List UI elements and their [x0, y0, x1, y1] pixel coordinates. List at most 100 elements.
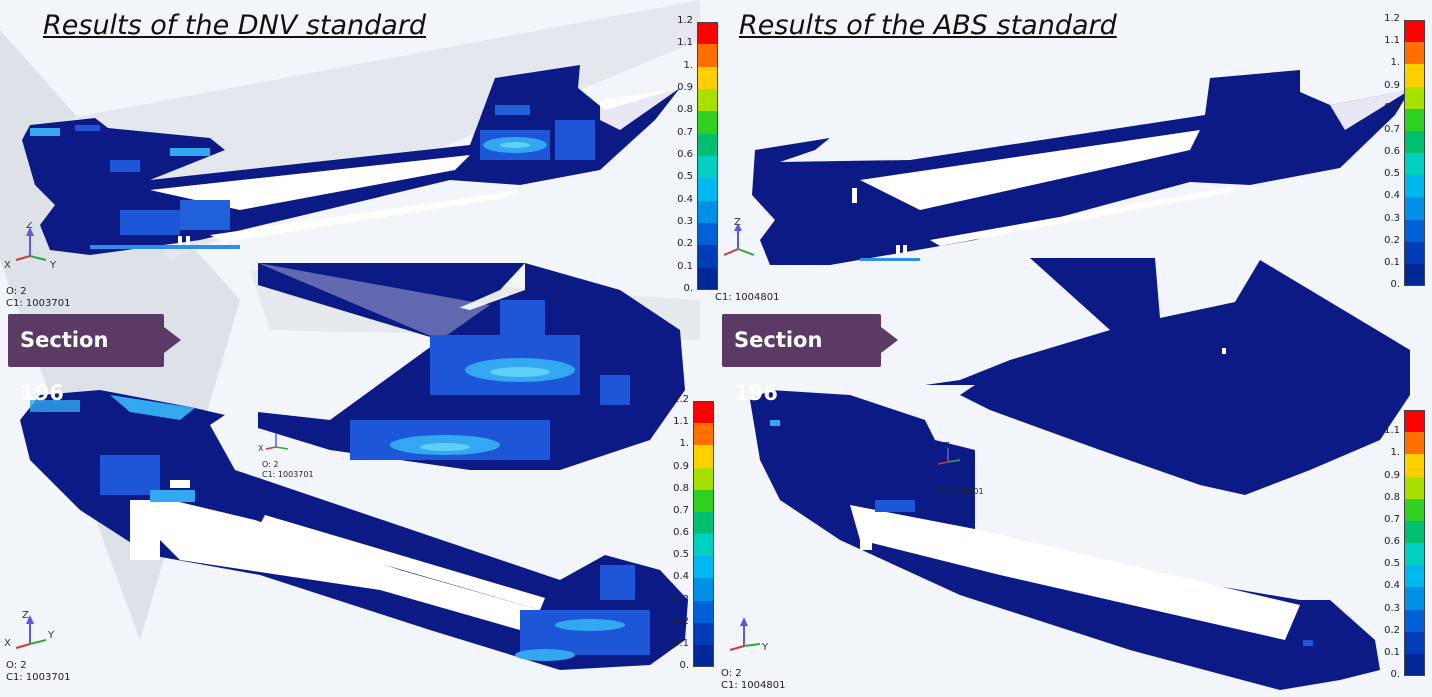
dnv-section-c1-label: C1: 1003701 — [262, 470, 314, 479]
axis-x-label: X — [4, 260, 11, 271]
legend-tick-label: 0.6 — [677, 149, 693, 160]
legend-swatch — [1404, 219, 1425, 243]
dnv-top-c1-label: C1: 1003701 — [6, 298, 71, 309]
legend-tick-label: 0.7 — [677, 126, 693, 138]
legend-swatch — [697, 245, 718, 269]
dnv-top-info: O: 2 C1: 1003701 — [6, 286, 70, 310]
legend-tick-label: 0.2 — [1384, 624, 1400, 636]
dnv-section-o-label: O: 2 — [262, 460, 279, 469]
section-tag-abs: Section 196 — [722, 314, 898, 405]
legend-swatch — [1404, 20, 1425, 43]
legend-tick-label: 0.6 — [1384, 146, 1400, 157]
legend-tick-label: 0.9 — [673, 460, 689, 472]
dnv-bottom-o-label: O: 2 — [6, 660, 27, 671]
legend-swatch — [1404, 476, 1425, 500]
axis-triad-abs-top: Z — [723, 217, 755, 256]
legend-tick-label: 0.9 — [677, 82, 693, 93]
legend-swatch — [1404, 197, 1425, 220]
legend-tick-label: 0.8 — [1384, 101, 1400, 113]
legend-swatch — [1404, 86, 1425, 110]
axis-z-label: Z — [734, 217, 741, 228]
legend-tick-label: 0.1 — [677, 260, 693, 272]
dnv-bottom-info: O: 2 C1: 1003701 — [6, 660, 70, 684]
legend-swatch — [1404, 130, 1425, 154]
legend-tick-label: 1.2 — [677, 15, 693, 26]
legend-swatch — [693, 644, 714, 668]
legend-tick-label: 0.5 — [1384, 168, 1400, 180]
legend-swatch — [1404, 543, 1425, 566]
legend-tick-label: 1.1 — [673, 416, 689, 428]
title-dnv: Results of the DNV standard — [43, 10, 427, 41]
legend-swatch — [1404, 263, 1425, 287]
legend-tick-label: 0.4 — [1384, 580, 1400, 592]
axis-triad-abs-bottom: Y — [729, 617, 769, 653]
legend-tick-label: 1. — [679, 438, 689, 450]
legend-swatch — [1404, 520, 1425, 544]
legend-swatch — [697, 44, 718, 68]
legend-swatch — [1404, 631, 1425, 655]
legend-frame — [1404, 410, 1425, 676]
legend-swatch — [1404, 153, 1425, 176]
legend-tick-label: 1. — [1390, 447, 1400, 459]
axis-z-label: Z — [944, 441, 950, 450]
legend-tick-label: 0.7 — [1384, 123, 1400, 135]
axis-z-label: Z — [22, 610, 29, 621]
legend-swatch — [693, 622, 714, 646]
axis-y-label: Y — [49, 260, 57, 271]
legend-swatch — [693, 600, 714, 624]
legend-tick-label: 1. — [1390, 57, 1400, 69]
axis-triad-abs-section: Z — [937, 441, 961, 465]
legend-swatch — [1404, 432, 1425, 455]
legend-tick-label: 0.8 — [673, 482, 689, 494]
legend-tick-label: 1.2 — [673, 394, 689, 405]
legend-tick-label: 0.3 — [677, 216, 693, 227]
legend-tick-label: 0.5 — [677, 171, 693, 183]
legend-tick-label: 0.3 — [1384, 212, 1400, 224]
legend-swatch — [1404, 64, 1425, 87]
legend-swatch — [697, 223, 718, 246]
legend-swatch — [1404, 108, 1425, 132]
legend-tick-label: 0. — [1390, 669, 1400, 680]
legend-tick-label: 1.2 — [1384, 13, 1400, 24]
legend-tick-label: 0.1 — [673, 637, 689, 649]
legend-swatch — [697, 66, 718, 90]
legend-tick-label: 1.1 — [677, 37, 693, 49]
legend-swatch — [1404, 609, 1425, 633]
legend-tick-label: 0.4 — [677, 193, 693, 205]
legend-tick-label: 0.5 — [1384, 558, 1400, 570]
axis-triad-dnv-top: Z Y X — [4, 222, 57, 271]
legend-swatch — [693, 556, 714, 579]
legend-swatch — [697, 156, 718, 179]
legend-tick-label: 1.1 — [1384, 425, 1400, 437]
legend-swatch — [693, 401, 714, 424]
axis-y-label: Y — [761, 642, 769, 653]
legend-swatch — [1404, 454, 1425, 477]
legend-swatch — [1404, 241, 1425, 265]
legend-swatch — [697, 133, 718, 157]
legend-tick-label: 0. — [1390, 279, 1400, 290]
legend-tick-label: 0.7 — [673, 504, 689, 516]
dnv-top-o-label: O: 2 — [6, 286, 27, 297]
legend-swatch — [693, 534, 714, 557]
abs-top-info: C1: 1004801 — [715, 292, 779, 304]
abs-bottom-o-label: O: 2 — [721, 668, 742, 679]
legend-tick-label: 0.6 — [673, 527, 689, 538]
legend-swatch — [697, 267, 718, 291]
legend-swatch — [697, 178, 718, 202]
legend-swatch — [1404, 587, 1425, 610]
legend-tick-label: 0.3 — [1384, 602, 1400, 614]
legend-swatch — [1404, 653, 1425, 677]
legend-tick-label: 0.8 — [677, 104, 693, 116]
abs-bottom-c1-label: C1: 1004801 — [721, 680, 786, 691]
legend-tick-label: 0.6 — [1384, 536, 1400, 547]
legend-swatch — [693, 467, 714, 491]
legend-tick-label: 0. — [683, 283, 693, 294]
axis-triad-dnv-section: X — [258, 433, 289, 453]
legend-tick-label: 0.9 — [1384, 79, 1400, 91]
